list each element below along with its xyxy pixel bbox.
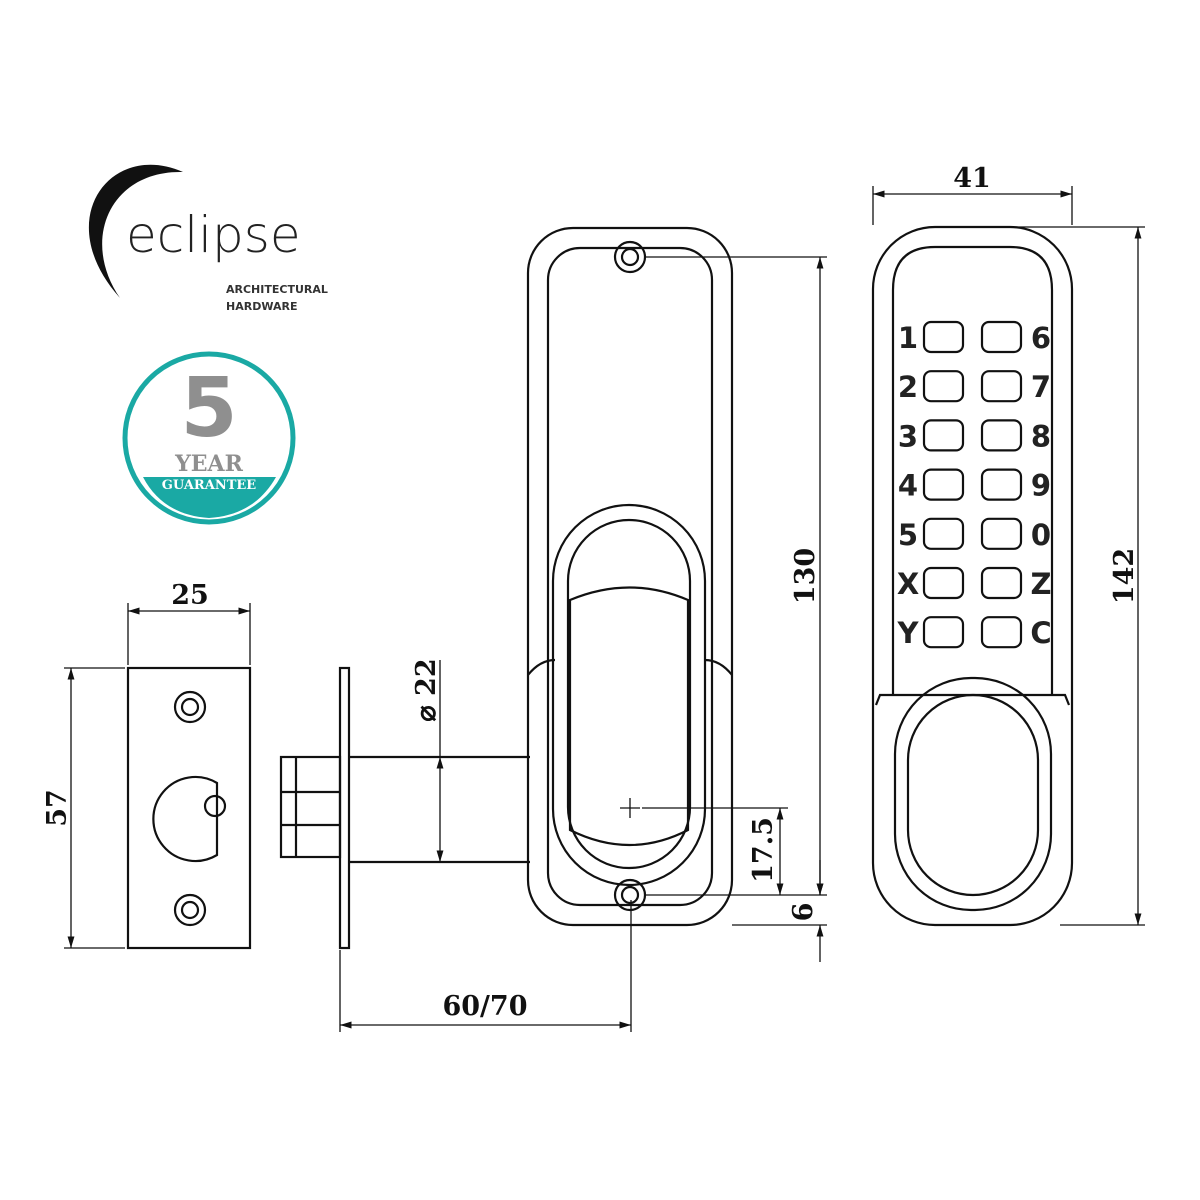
lever-plate <box>526 226 734 927</box>
key-label: 5 <box>898 518 918 552</box>
dimension-spindle-offset: 17.5 <box>642 807 788 895</box>
dimension-spindle-diameter: ⌀ 22 <box>411 658 444 862</box>
keypad-unit: 1 6 2 7 3 8 4 9 5 0X Z Y C <box>871 225 1074 927</box>
keypad-button[interactable] <box>980 517 1023 550</box>
dimension-backset: 60/70 <box>339 900 632 1032</box>
keypad-width-label: 41 <box>953 163 991 194</box>
dimension-plate-fixings: 130 <box>645 256 827 896</box>
dimension-strike-height: 57 <box>42 667 125 949</box>
strike-height-label: 57 <box>42 789 73 827</box>
dimension-strike-width: 25 <box>127 580 251 665</box>
keypad-button[interactable] <box>980 566 1023 600</box>
key-label: C <box>1030 616 1051 650</box>
spindle-offset-label: 17.5 <box>748 817 779 883</box>
logo-line1: ARCHITECTURAL <box>226 283 328 296</box>
logo-brand: eclipse <box>126 206 301 264</box>
keypad-button[interactable] <box>980 320 1023 354</box>
dimension-keypad-width: 41 <box>872 163 1073 225</box>
keypad-button[interactable] <box>980 468 1023 501</box>
keypad-button[interactable] <box>980 370 1023 403</box>
key-label: 1 <box>898 321 918 355</box>
key-label: Z <box>1030 567 1051 601</box>
keypad-button[interactable] <box>922 370 965 403</box>
strike-plate <box>126 666 252 950</box>
spindle-diameter-label: ⌀ 22 <box>411 658 442 721</box>
key-label: 0 <box>1031 518 1051 552</box>
keypad-keys: 1 6 2 7 3 8 4 9 5 0X Z Y C <box>897 320 1052 650</box>
backset-label: 60/70 <box>442 991 527 1022</box>
keypad-button[interactable] <box>980 616 1023 649</box>
latch <box>279 666 530 950</box>
key-label: 6 <box>1031 321 1051 355</box>
badge-guarantee: GUARANTEE <box>161 478 257 493</box>
keypad-button[interactable] <box>922 566 965 600</box>
eclipse-arc-icon <box>88 164 183 298</box>
badge-number: 5 <box>180 361 238 456</box>
key-label: X <box>897 567 919 601</box>
guarantee-badge <box>122 351 296 525</box>
key-label: 7 <box>1031 370 1051 404</box>
keypad-button[interactable] <box>922 517 965 550</box>
keypad-button[interactable] <box>922 468 965 501</box>
keypad-button[interactable] <box>980 419 1023 452</box>
key-label: 8 <box>1031 419 1051 453</box>
keypad-button[interactable] <box>922 616 965 649</box>
key-label: 2 <box>898 370 918 404</box>
edge-offset-label: 6 <box>788 903 819 922</box>
dimension-edge-offset: 6 <box>732 860 827 962</box>
plate-fixings-label: 130 <box>790 548 821 604</box>
keypad-height-label: 142 <box>1109 548 1140 604</box>
keypad-button[interactable] <box>922 419 965 452</box>
key-label: 9 <box>1031 469 1051 503</box>
logo-line2: HARDWARE <box>226 300 297 313</box>
dimension-keypad-height: 142 <box>1000 226 1145 926</box>
strike-width-label: 25 <box>171 580 209 611</box>
key-label: 3 <box>898 419 918 453</box>
key-label: Y <box>897 616 920 650</box>
badge-year: YEAR <box>175 451 243 477</box>
key-label: 4 <box>898 469 918 503</box>
keypad-button[interactable] <box>922 320 965 354</box>
eclipse-logo: eclipse ARCHITECTURAL HARDWARE <box>88 164 328 313</box>
